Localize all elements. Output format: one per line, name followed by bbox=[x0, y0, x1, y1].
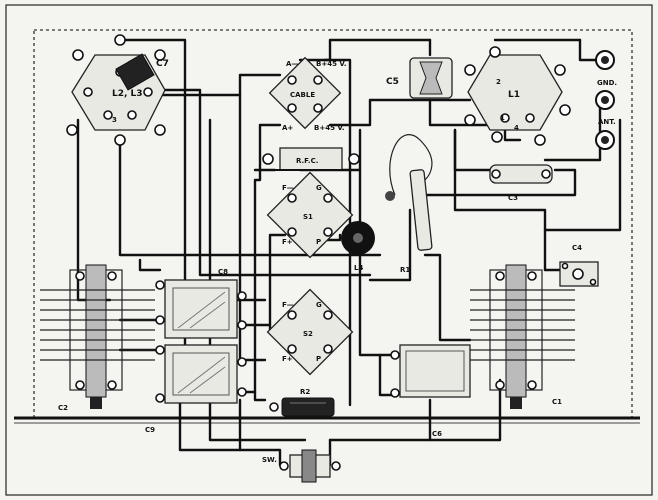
label-c4: C4 bbox=[572, 244, 582, 252]
label-s1: S1 bbox=[303, 213, 313, 221]
label-c6: C6 bbox=[432, 430, 442, 438]
label-rfc: R.F.C. bbox=[296, 157, 318, 165]
label-c1: C1 bbox=[552, 398, 562, 406]
label-r1: R1 bbox=[400, 266, 410, 274]
pin-label-3: 3 bbox=[112, 116, 117, 124]
label-l4: L4 bbox=[354, 264, 363, 272]
label-gnd: GND. bbox=[597, 79, 617, 87]
rheostat-r2 bbox=[269, 397, 335, 417]
coil-socket-l1 bbox=[464, 46, 571, 146]
switch-sw bbox=[279, 449, 341, 483]
label-c3: C3 bbox=[508, 194, 518, 202]
label-f-plus-s1: F+ bbox=[282, 238, 293, 246]
label-cable: CABLE bbox=[290, 91, 315, 99]
pin-label-4: 4 bbox=[514, 124, 519, 132]
label-r2: R2 bbox=[300, 388, 310, 396]
capacitor-c8 bbox=[155, 279, 247, 339]
label-a-minus: A— bbox=[286, 60, 298, 68]
label-c9: C9 bbox=[145, 426, 155, 434]
label-b-plus-45-top: B+45 V. bbox=[316, 60, 347, 68]
variable-capacitor-c1 bbox=[470, 264, 575, 409]
label-sw: SW. bbox=[262, 456, 277, 464]
label-l2-l3: L2, L3 bbox=[112, 89, 143, 99]
label-c2: C2 bbox=[58, 404, 68, 412]
tube-socket-s2 bbox=[266, 288, 354, 376]
rf-choke bbox=[262, 147, 360, 171]
label-c7: C7 bbox=[156, 59, 169, 69]
label-f-minus-s1: F— bbox=[282, 184, 294, 192]
label-ant: ANT. bbox=[598, 118, 616, 126]
label-c5: C5 bbox=[386, 77, 399, 87]
capacitor-c9 bbox=[155, 344, 247, 404]
terminal-posts bbox=[595, 50, 615, 150]
label-l1: L1 bbox=[508, 90, 520, 100]
label-c8: C8 bbox=[218, 268, 228, 276]
outer-border bbox=[5, 4, 653, 496]
capacitor-c4 bbox=[559, 261, 599, 287]
capacitor-c5 bbox=[409, 57, 453, 99]
label-f-minus-s2: F— bbox=[282, 301, 294, 309]
resistor-r1 bbox=[385, 134, 433, 251]
label-a-plus: A+ bbox=[282, 124, 293, 132]
label-b-plus-45-bottom: B+45 V. bbox=[314, 124, 345, 132]
label-p-s2: P bbox=[316, 355, 321, 363]
tube-socket-s1 bbox=[266, 171, 354, 259]
variable-capacitor-c2 bbox=[40, 264, 155, 409]
label-g-s2: G bbox=[316, 301, 322, 309]
label-p-s1: P bbox=[316, 238, 321, 246]
capacitor-c6 bbox=[390, 344, 471, 398]
label-f-plus-s2: F+ bbox=[282, 355, 293, 363]
label-g-s1: G bbox=[316, 184, 322, 192]
cable-terminal-block bbox=[268, 56, 342, 130]
label-s2: S2 bbox=[303, 330, 313, 338]
pin-label-2: 2 bbox=[496, 78, 501, 86]
capacitor-c3 bbox=[489, 164, 553, 184]
choke-l4 bbox=[341, 221, 375, 255]
capacitor-c7 bbox=[115, 53, 155, 91]
pin-label-1: 1 bbox=[500, 114, 505, 122]
